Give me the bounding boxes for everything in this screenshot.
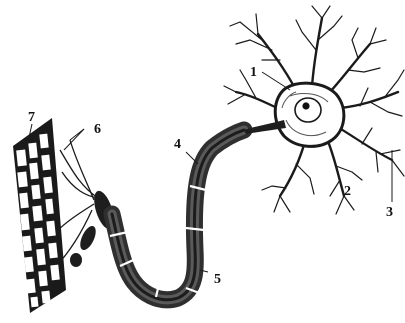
label-2: 2 bbox=[344, 184, 351, 199]
label-6: 6 bbox=[94, 122, 101, 137]
muscle-fiber-block bbox=[13, 118, 66, 313]
nucleolus bbox=[302, 102, 309, 109]
nucleus bbox=[295, 98, 321, 122]
axon bbox=[112, 130, 244, 300]
label-7: 7 bbox=[28, 110, 35, 125]
label-1: 1 bbox=[250, 65, 257, 80]
label-4: 4 bbox=[174, 137, 181, 152]
label-5: 5 bbox=[214, 272, 221, 287]
label-3: 3 bbox=[386, 205, 393, 220]
neuron-body bbox=[244, 83, 344, 146]
